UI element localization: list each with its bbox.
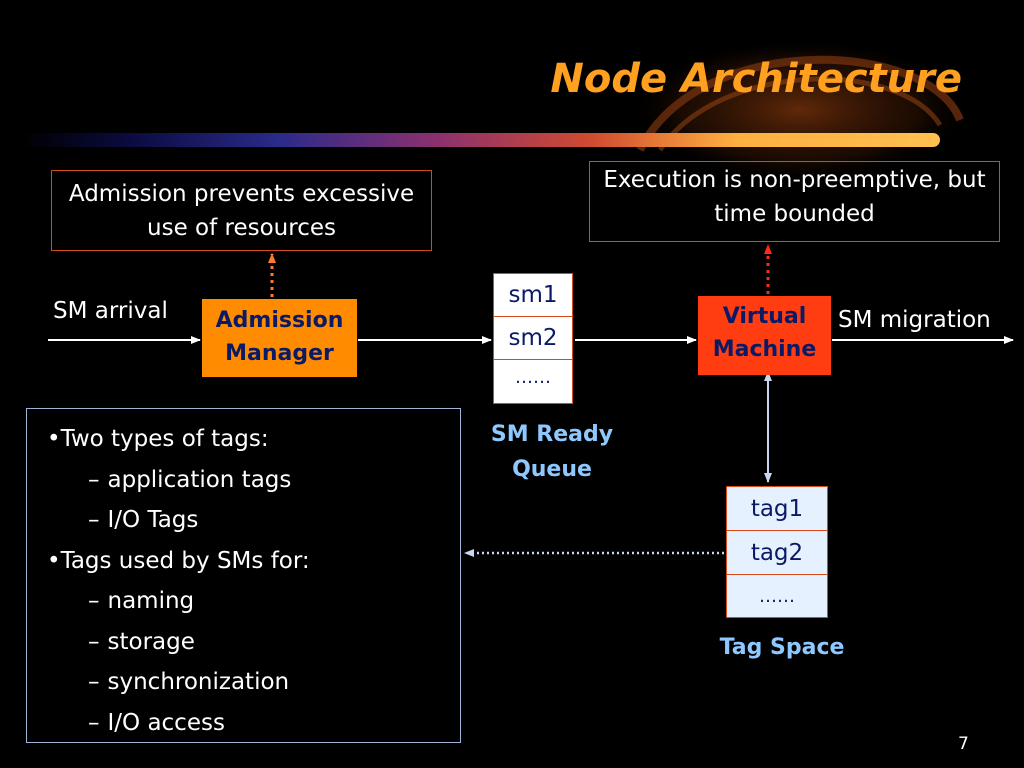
virtual-machine-line2: Machine xyxy=(712,337,817,362)
bullet-text: naming xyxy=(107,588,195,614)
sm-ready-queue-caption: SM Ready Queue xyxy=(472,417,632,487)
tag-info-box: •Two types of tags:–application tags–I/O… xyxy=(26,408,461,743)
admission-manager-box: Admission Manager xyxy=(202,299,357,377)
queue-item: sm2 xyxy=(494,317,572,360)
virtual-machine-line1: Virtual xyxy=(722,304,807,329)
bullet-text: application tags xyxy=(107,466,292,493)
title-underline-bar xyxy=(20,133,940,147)
page-number: 7 xyxy=(958,734,969,754)
tag-space: tag1 tag2 …… xyxy=(726,486,828,618)
queue-item: sm1 xyxy=(494,274,572,317)
bullet-marker: – xyxy=(88,628,100,655)
bullet-text: I/O Tags xyxy=(107,507,199,533)
bullet-marker: – xyxy=(88,466,100,493)
sub-bullet-item: –storage xyxy=(27,622,460,663)
sub-bullet-item: –synchronization xyxy=(27,662,460,703)
bullet-marker: • xyxy=(47,547,61,574)
slide-title: Node Architecture xyxy=(550,56,962,102)
bullet-marker: – xyxy=(88,669,100,695)
swoosh-arc-inner xyxy=(657,76,943,152)
sub-bullet-item: –I/O Tags xyxy=(27,500,460,541)
sub-bullet-item: –naming xyxy=(27,581,460,622)
virtual-machine-box: Virtual Machine xyxy=(698,296,831,375)
bullet-item: •Two types of tags: xyxy=(27,419,460,460)
tag-item-ellipsis: …… xyxy=(759,586,795,607)
bullet-marker: • xyxy=(47,426,61,452)
sm-ready-queue-caption-line1: SM Ready xyxy=(490,422,614,447)
admission-note: Admission prevents excessive use of reso… xyxy=(51,170,432,251)
admission-manager-line2: Manager xyxy=(225,341,334,366)
sm-migration-label: SM migration xyxy=(838,307,991,333)
queue-item-ellipsis: …… xyxy=(515,367,551,388)
bullet-item: •Tags used by SMs for: xyxy=(27,541,460,582)
sm-ready-queue: sm1 sm2 …… xyxy=(493,273,573,404)
tag-item: tag2 xyxy=(727,531,827,575)
bullet-marker: – xyxy=(88,507,100,533)
swoosh-arc xyxy=(636,55,964,152)
bullet-text: storage xyxy=(107,628,195,655)
sm-arrival-label: SM arrival xyxy=(53,298,168,324)
tag-item: tag1 xyxy=(727,487,827,531)
admission-manager-line1: Admission xyxy=(215,308,344,333)
bullet-text: synchronization xyxy=(107,669,290,695)
bullet-marker: – xyxy=(88,709,100,736)
bullet-text: Tags used by SMs for: xyxy=(60,547,310,574)
bullet-marker: – xyxy=(88,588,100,614)
sm-ready-queue-caption-line2: Queue xyxy=(512,457,592,482)
sub-bullet-item: –I/O access xyxy=(27,703,460,744)
bullet-text: Two types of tags: xyxy=(60,426,269,452)
bullet-text: I/O access xyxy=(107,709,225,736)
execution-note: Execution is non-preemptive, but time bo… xyxy=(589,161,1000,242)
tag-space-caption: Tag Space xyxy=(719,635,845,660)
sub-bullet-item: –application tags xyxy=(27,460,460,501)
